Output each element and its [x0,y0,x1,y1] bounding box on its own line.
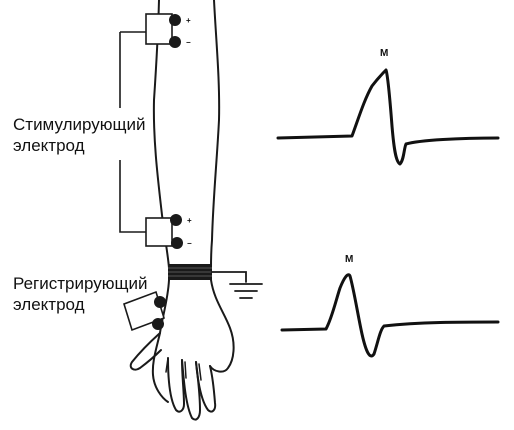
plus-sign: + [187,216,192,225]
recording-electrode-label: Регистрирующий электрод [13,273,147,315]
stimulating-electrode-proximal: + − [145,13,191,48]
hand-outline [151,279,235,403]
finger-lines [165,357,202,381]
ground-band [168,264,212,280]
finger-3 [195,361,217,413]
waveform-bottom-peak-label: M [345,254,353,265]
recording-label-line1: Регистрирующий [13,274,148,293]
waveform-top-peak-label: M [380,48,388,59]
stimulating-label-line1: Стимулирующий [13,115,146,134]
plus-sign: + [186,16,191,25]
stimulating-electrode-distal: + − [145,214,192,249]
waveform-top [276,68,500,166]
thumb [129,332,162,371]
stimulating-electrode-label: Стимулирующий электрод [13,114,145,156]
recording-electrode [123,290,166,332]
recording-label-line2: электрод [13,295,85,314]
minus-sign: − [187,239,192,248]
minus-sign: − [186,38,191,47]
arm-right-contour [210,0,221,269]
stimulating-label-line2: электрод [13,136,85,155]
waveform-bottom [280,273,500,358]
arm-drawing [129,0,235,421]
finger-1 [167,357,185,413]
ground-symbol [211,271,263,299]
stimulating-wires [119,31,146,233]
